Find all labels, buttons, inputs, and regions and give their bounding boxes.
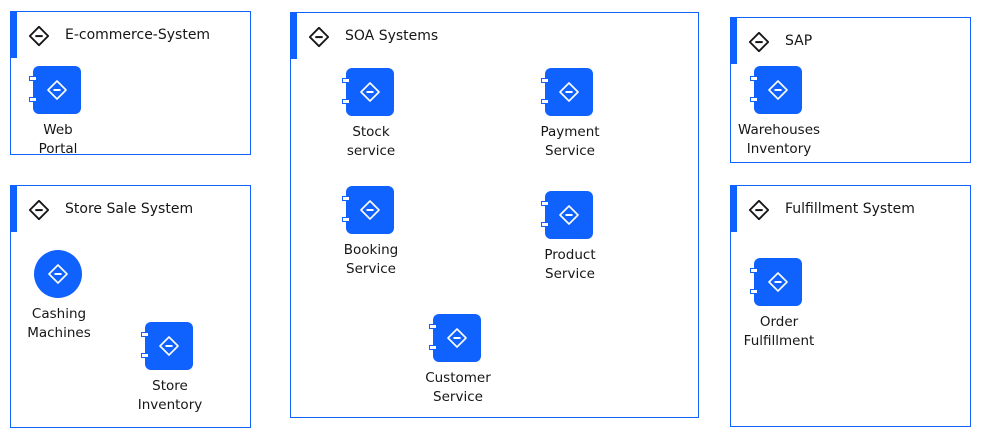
node-label-line2: service [346,143,396,159]
node-label: Order Fulfillment [734,313,824,351]
group-title: E-commerce-System [65,27,211,43]
node-label-line2: Machines [27,325,91,341]
node-label-line2: Inventory [137,397,203,413]
node-label-line1: Web [43,122,73,138]
node-label-line2: Service [545,266,595,282]
component-box[interactable] [429,314,481,362]
node-label-line1: Customer [425,370,491,386]
diamond-minus-icon [557,80,581,104]
component-port [750,289,758,294]
diamond-minus-icon[interactable] [28,25,50,47]
component-port [541,201,549,206]
component-port [750,76,758,81]
component-port [750,97,758,102]
component-box[interactable] [750,66,802,114]
node-label-line1: Booking [343,242,399,258]
group-fulfillment-system[interactable]: Fulfillment System Order Fulfillment [730,185,971,427]
node-label-line2: Service [433,389,483,405]
node-label: Web Portal [13,121,103,159]
diamond-minus-icon [557,203,581,227]
group-accent-bar [11,12,17,58]
component-box[interactable] [342,68,394,116]
group-ecommerce-system[interactable]: E-commerce-System Web Portal [10,11,251,157]
node-label-line2: Service [346,261,396,277]
group-accent-bar [731,18,737,64]
group-accent-bar [731,186,737,232]
node-label-line1: Warehouses [737,122,821,138]
component-box[interactable] [34,250,82,298]
node-label-line2: Inventory [746,141,812,157]
node-label: Stock service [326,123,416,161]
component-port [342,78,350,83]
node-label: Store Inventory [125,377,215,415]
node-label-line1: Stock [352,124,390,140]
group-store-sale-system[interactable]: Store Sale System Cashing Machines Store… [10,185,251,428]
component-port [342,99,350,104]
diamond-minus-icon[interactable] [748,199,770,221]
group-accent-bar [291,13,297,59]
group-accent-bar [11,186,17,232]
group-title: SAP [785,33,813,49]
node-label-line1: Store [152,378,188,394]
node-label-line1: Cashing [31,306,87,322]
component-port [429,324,437,329]
diamond-minus-icon[interactable] [308,26,330,48]
component-port [541,78,549,83]
component-box[interactable] [141,322,193,370]
group-title: Fulfillment System [785,201,915,217]
component-port [541,99,549,104]
node-label-line2: Portal [38,141,78,157]
node-label-line1: Product [544,247,596,263]
diamond-minus-icon [157,334,181,358]
diamond-minus-icon [45,78,69,102]
diamond-minus-icon [766,78,790,102]
component-port [342,196,350,201]
diamond-minus-icon[interactable] [28,199,50,221]
node-label-line2: Fulfillment [743,333,815,349]
diamond-minus-icon [358,80,382,104]
component-port [342,217,350,222]
group-sap[interactable]: SAP Warehouses Inventory [730,17,971,163]
component-box[interactable] [29,66,81,114]
node-label: Customer Service [413,369,503,407]
component-port [541,222,549,227]
node-label-line2: Service [545,143,595,159]
component-port [141,353,149,358]
node-label: Product Service [525,246,615,284]
component-port [141,332,149,337]
component-port [29,76,37,81]
group-soa-systems[interactable]: SOA Systems Stock service Payment Servic… [290,12,699,418]
component-box[interactable] [342,186,394,234]
diamond-minus-icon [445,326,469,350]
component-box[interactable] [541,191,593,239]
component-port [29,97,37,102]
diamond-minus-icon [766,270,790,294]
component-box[interactable] [541,68,593,116]
component-port [750,268,758,273]
diamond-minus-icon [358,198,382,222]
node-label: Warehouses Inventory [734,121,824,159]
node-label-line1: Order [759,314,799,330]
component-box[interactable] [750,258,802,306]
node-label: Payment Service [525,123,615,161]
node-label: Cashing Machines [14,305,104,343]
diamond-minus-icon[interactable] [748,31,770,53]
node-label-line1: Payment [540,124,600,140]
node-label: Booking Service [326,241,416,279]
diamond-minus-icon [46,262,70,286]
component-port [429,345,437,350]
group-title: SOA Systems [345,28,439,44]
group-title: Store Sale System [65,201,194,217]
